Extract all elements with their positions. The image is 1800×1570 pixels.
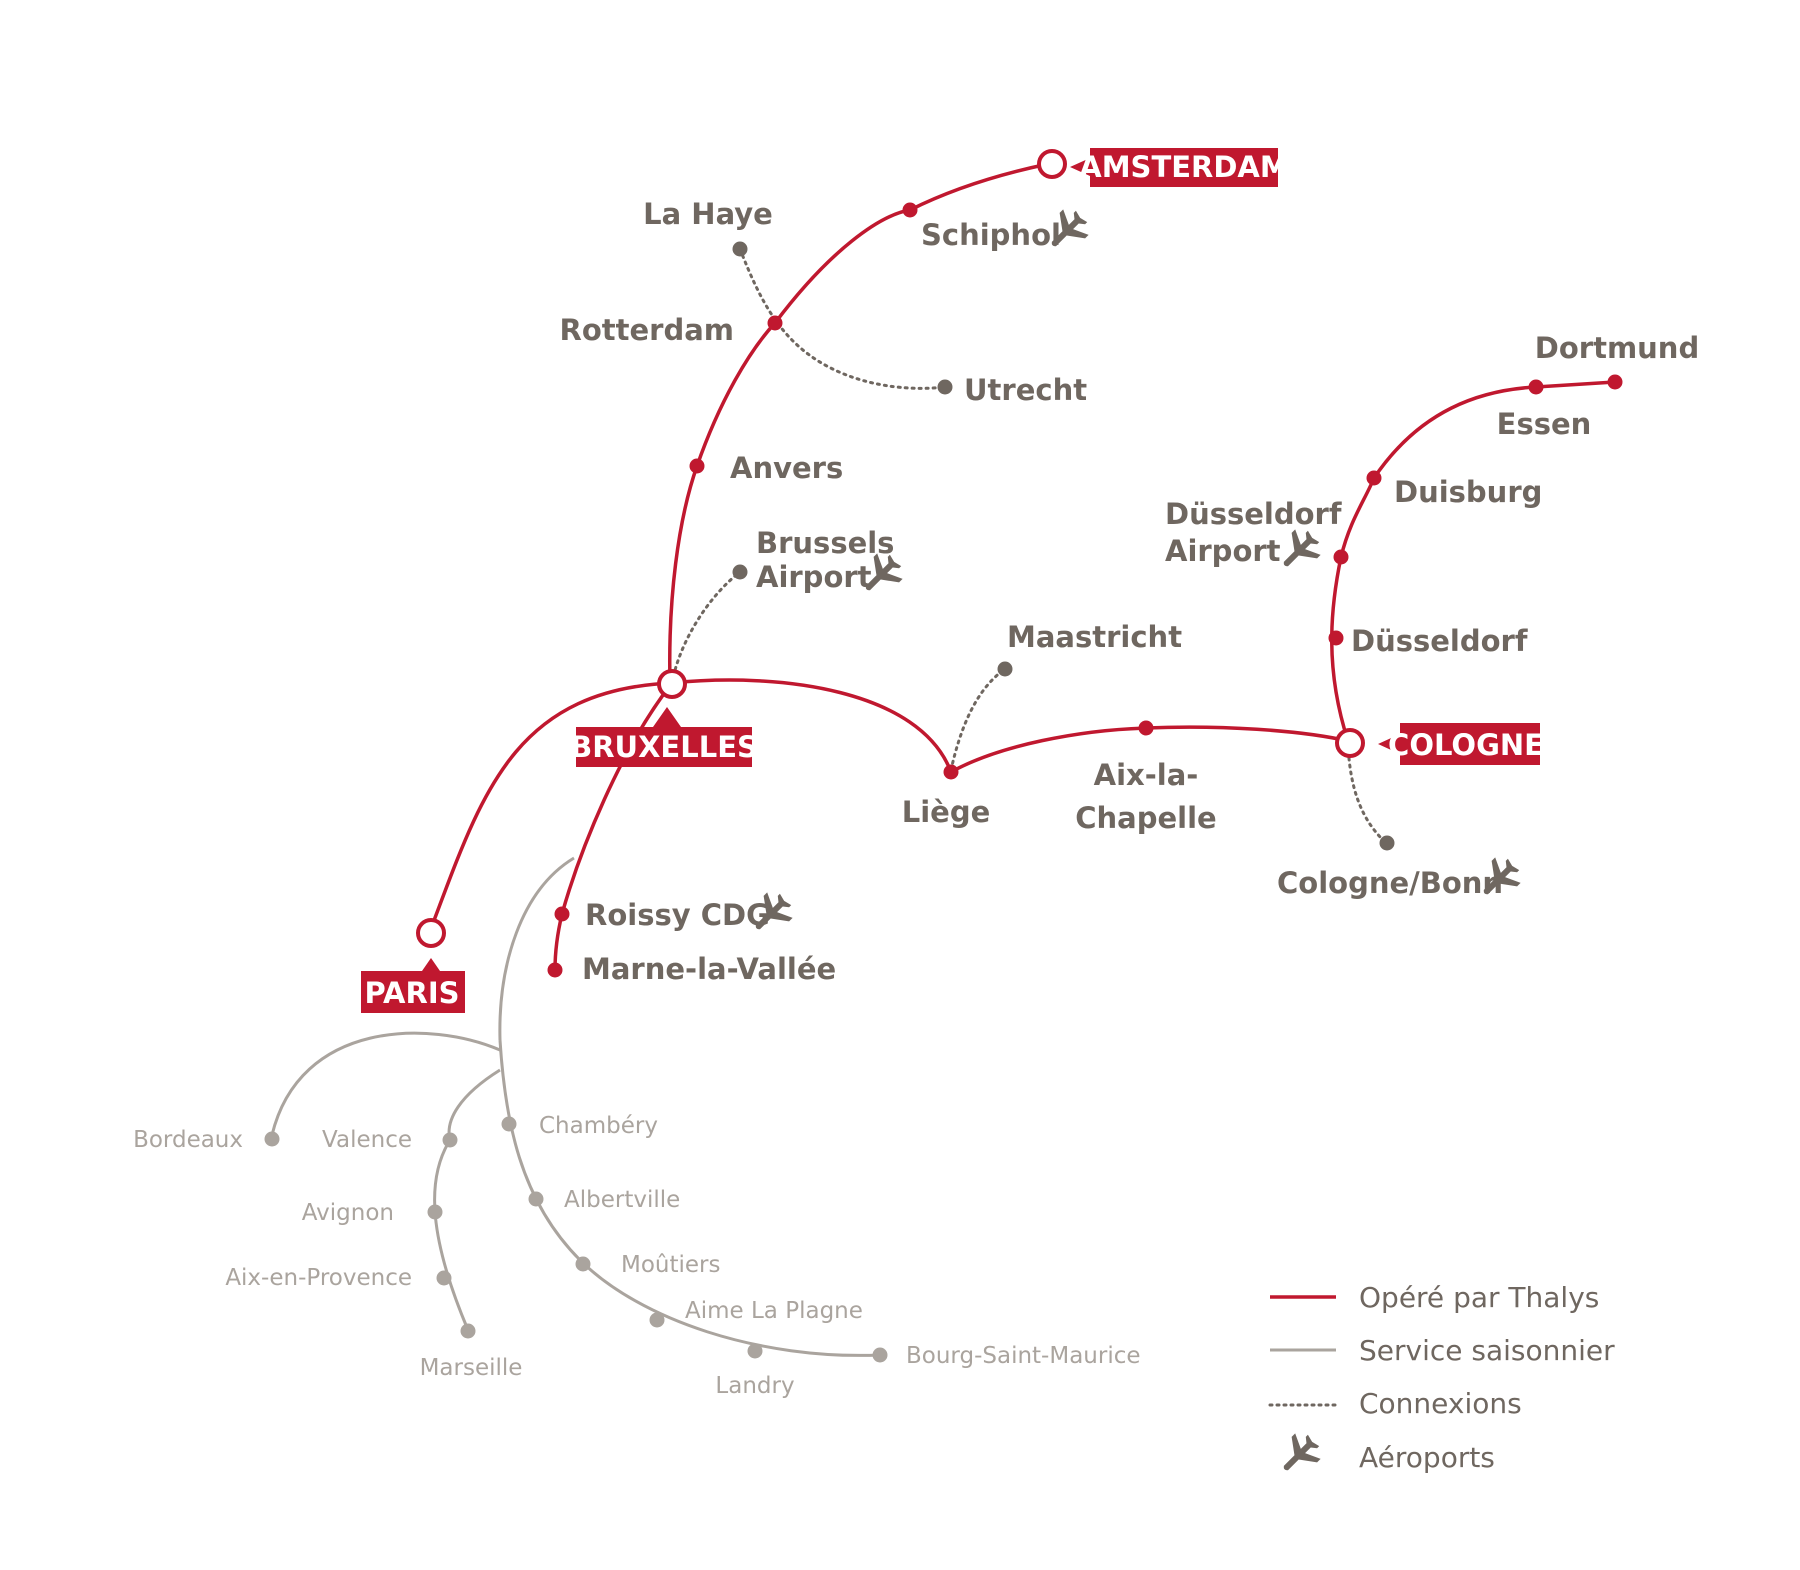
label-duisburg: Duisburg xyxy=(1394,475,1542,509)
stop-liege[interactable] xyxy=(943,764,959,780)
stop-brussels-airport[interactable] xyxy=(732,564,748,580)
stop-moutiers[interactable] xyxy=(575,1256,591,1272)
stop-maastricht[interactable] xyxy=(997,661,1013,677)
legend-airplane-icon xyxy=(1271,1427,1327,1483)
stop-dusseldorf-airport[interactable] xyxy=(1333,549,1349,565)
hub-cologne-ring xyxy=(1335,728,1365,758)
label-la-haye: La Haye xyxy=(643,197,773,231)
connection-maastricht xyxy=(949,667,1007,772)
label-bordeaux: Bordeaux xyxy=(133,1127,243,1153)
stop-duisburg[interactable] xyxy=(1366,470,1382,486)
hub-cologne-label: COLOGNE xyxy=(1388,728,1544,762)
label-moutiers: Moûtiers xyxy=(621,1252,721,1278)
stop-aime-la-plagne[interactable] xyxy=(649,1312,665,1328)
thalys-lines xyxy=(428,162,1616,971)
thalys-line-bruxelles-cologne xyxy=(671,678,1349,775)
hub-bruxelles[interactable]: BRUXELLES xyxy=(570,669,758,767)
stop-albertville[interactable] xyxy=(528,1191,544,1207)
legend-airports-label: Aéroports xyxy=(1359,1441,1495,1474)
stop-dusseldorf[interactable] xyxy=(1328,630,1344,646)
label-aix-la-chapelle-1: Aix-la- xyxy=(1094,758,1199,792)
stop-essen[interactable] xyxy=(1528,379,1544,395)
stop-landry[interactable] xyxy=(747,1343,763,1359)
seasonal-line-bordeaux xyxy=(270,1031,501,1136)
stop-cologne-bonn[interactable] xyxy=(1379,835,1395,851)
label-aix-la-chapelle-2: Chapelle xyxy=(1075,801,1216,835)
label-marseille: Marseille xyxy=(420,1355,523,1381)
thalys-stops xyxy=(547,202,1623,978)
stop-marne-la-vallee[interactable] xyxy=(547,962,563,978)
seasonal-line-trunk xyxy=(498,856,575,1041)
label-chambery: Chambéry xyxy=(539,1113,658,1139)
label-dusseldorf: Düsseldorf xyxy=(1351,624,1528,658)
label-bourg-saint-maurice: Bourg-Saint-Maurice xyxy=(906,1343,1141,1369)
label-anvers: Anvers xyxy=(730,451,843,485)
label-dusseldorf-airport-2: Airport xyxy=(1165,534,1281,568)
label-maastricht: Maastricht xyxy=(1007,620,1182,654)
label-valence: Valence xyxy=(322,1127,412,1153)
stop-utrecht[interactable] xyxy=(937,379,953,395)
label-dortmund: Dortmund xyxy=(1535,331,1699,365)
station-labels: La Haye Schiphol Rotterdam Utrecht Anver… xyxy=(560,197,1700,986)
label-schiphol: Schiphol xyxy=(921,218,1061,252)
hub-bruxelles-label: BRUXELLES xyxy=(570,730,758,764)
legend-connections-label: Connexions xyxy=(1359,1387,1522,1420)
label-aix-en-provence: Aix-en-Provence xyxy=(225,1265,412,1291)
seasonal-line-south xyxy=(433,1068,501,1331)
stop-rotterdam[interactable] xyxy=(767,315,783,331)
label-brussels-airport-2: Airport xyxy=(756,560,872,594)
hub-cologne[interactable]: COLOGNE xyxy=(1335,723,1544,765)
label-rotterdam: Rotterdam xyxy=(560,313,735,347)
stop-dortmund[interactable] xyxy=(1607,374,1623,390)
label-utrecht: Utrecht xyxy=(964,373,1087,407)
stop-bordeaux[interactable] xyxy=(264,1131,280,1147)
label-liege: Liège xyxy=(902,795,991,829)
stop-roissy-cdg[interactable] xyxy=(554,906,570,922)
hub-amsterdam-ring xyxy=(1037,149,1067,179)
label-avignon: Avignon xyxy=(302,1200,394,1226)
label-cologne-bonn: Cologne/Bonn xyxy=(1277,866,1503,900)
hub-bruxelles-ring xyxy=(657,669,687,699)
legend-operated-label: Opéré par Thalys xyxy=(1359,1281,1599,1314)
legend: Opéré par Thalys Service saisonnier Conn… xyxy=(1268,1281,1615,1483)
connection-lines xyxy=(670,247,1387,844)
hub-paris[interactable]: PARIS xyxy=(361,918,465,1013)
stop-chambery[interactable] xyxy=(501,1116,517,1132)
stop-la-haye[interactable] xyxy=(732,241,748,257)
stop-valence[interactable] xyxy=(442,1132,458,1148)
label-dusseldorf-airport-1: Düsseldorf xyxy=(1165,497,1342,531)
connection-stops xyxy=(732,241,1395,851)
thalys-line-paris-bruxelles xyxy=(428,681,673,932)
legend-seasonal-label: Service saisonnier xyxy=(1359,1334,1615,1367)
hub-amsterdam-label: AMSTERDAM xyxy=(1079,150,1289,184)
stop-avignon[interactable] xyxy=(427,1204,443,1220)
stop-anvers[interactable] xyxy=(689,458,705,474)
seasonal-labels: Bordeaux Valence Avignon Aix-en-Provence… xyxy=(133,1113,1140,1399)
label-essen: Essen xyxy=(1497,407,1592,441)
stop-schiphol[interactable] xyxy=(902,202,918,218)
label-roissy-cdg: Roissy CDG xyxy=(585,898,770,932)
thalys-line-cologne-dortmund xyxy=(1330,380,1616,742)
label-brussels-airport-1: Brussels xyxy=(756,526,894,560)
connection-cologne-bonn xyxy=(1346,742,1387,844)
connection-brussels-airport xyxy=(670,570,742,685)
label-marne-la-vallee: Marne-la-Vallée xyxy=(582,952,836,986)
stop-marseille[interactable] xyxy=(460,1323,476,1339)
stop-bourg-saint-maurice[interactable] xyxy=(872,1347,888,1363)
stop-aix-en-provence[interactable] xyxy=(436,1270,452,1286)
hub-amsterdam[interactable]: AMSTERDAM xyxy=(1037,148,1289,187)
label-landry: Landry xyxy=(715,1373,794,1399)
hub-paris-ring xyxy=(416,918,446,948)
stop-aix-la-chapelle[interactable] xyxy=(1138,720,1154,736)
connection-la-haye-utrecht xyxy=(738,247,947,390)
label-albertville: Albertville xyxy=(564,1187,680,1213)
label-aime-la-plagne: Aime La Plagne xyxy=(685,1298,863,1324)
hub-paris-label: PARIS xyxy=(364,976,459,1010)
seasonal-stops xyxy=(264,1116,888,1363)
